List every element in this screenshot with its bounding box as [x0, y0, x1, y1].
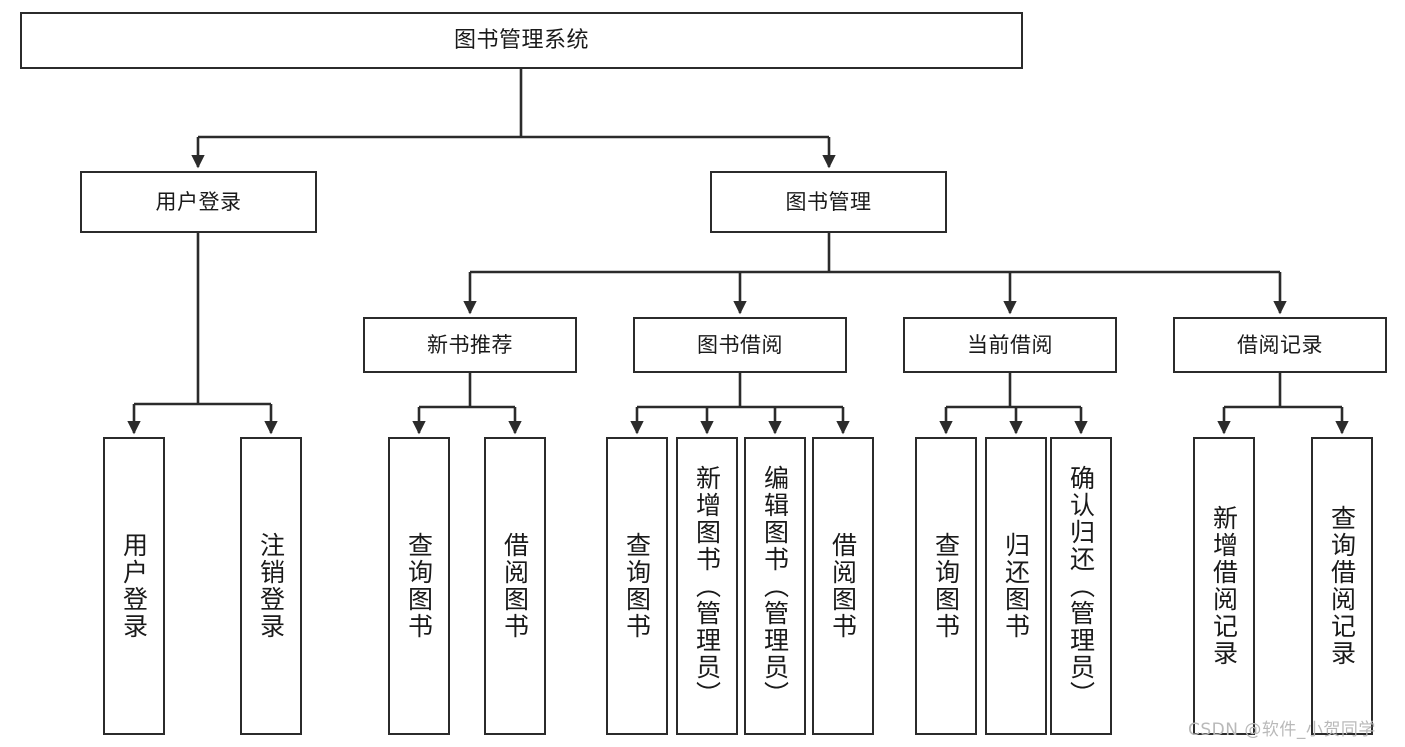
node-leaf-add-borrow-record[interactable]: 新增借阅记录 — [1193, 437, 1255, 735]
node-leaf-user-logout[interactable]: 注销登录 — [240, 437, 302, 735]
node-leaf-query-borrow-record[interactable]: 查询借阅记录 — [1311, 437, 1373, 735]
node-leaf-confirm-return-label: 确认归还（管理员） — [1066, 464, 1096, 708]
csdn-watermark: CSDN @软件_小贺同学 — [1188, 720, 1376, 740]
node-book-manage[interactable]: 图书管理 — [710, 171, 947, 233]
node-book-manage-label: 图书管理 — [785, 189, 872, 214]
node-new-book-rec[interactable]: 新书推荐 — [363, 317, 577, 373]
node-leaf-add-book[interactable]: 新增图书（管理员） — [676, 437, 738, 735]
node-current-borrow[interactable]: 当前借阅 — [903, 317, 1117, 373]
node-leaf-query-book[interactable]: 查询图书 — [606, 437, 668, 735]
node-leaf-user-logout-label: 注销登录 — [256, 532, 286, 640]
node-leaf-query-book-rec[interactable]: 查询图书 — [388, 437, 450, 735]
node-leaf-add-borrow-record-label: 新增借阅记录 — [1209, 505, 1239, 667]
node-leaf-query-book-current-label: 查询图书 — [931, 532, 961, 640]
node-book-borrow[interactable]: 图书借阅 — [633, 317, 847, 373]
node-leaf-borrow-book-label: 借阅图书 — [828, 532, 858, 640]
node-borrow-record-label: 借阅记录 — [1237, 332, 1323, 357]
node-leaf-borrow-book-rec-label: 借阅图书 — [500, 532, 530, 640]
node-leaf-query-book-label: 查询图书 — [622, 532, 652, 640]
node-leaf-user-login-label: 用户登录 — [119, 532, 149, 640]
node-leaf-return-book[interactable]: 归还图书 — [985, 437, 1047, 735]
node-borrow-record[interactable]: 借阅记录 — [1173, 317, 1387, 373]
node-leaf-query-book-current[interactable]: 查询图书 — [915, 437, 977, 735]
node-leaf-add-book-label: 新增图书（管理员） — [692, 464, 722, 708]
node-root[interactable]: 图书管理系统 — [20, 12, 1023, 69]
node-leaf-query-book-rec-label: 查询图书 — [404, 532, 434, 640]
node-book-borrow-label: 图书借阅 — [697, 332, 783, 357]
node-leaf-user-login[interactable]: 用户登录 — [103, 437, 165, 735]
node-leaf-return-book-label: 归还图书 — [1001, 532, 1031, 640]
node-leaf-borrow-book[interactable]: 借阅图书 — [812, 437, 874, 735]
node-leaf-borrow-book-rec[interactable]: 借阅图书 — [484, 437, 546, 735]
node-root-label: 图书管理系统 — [453, 27, 589, 53]
node-user-login-label: 用户登录 — [155, 189, 242, 214]
node-current-borrow-label: 当前借阅 — [967, 332, 1053, 357]
node-new-book-rec-label: 新书推荐 — [427, 332, 513, 357]
node-leaf-edit-book-label: 编辑图书（管理员） — [760, 464, 790, 708]
node-leaf-query-borrow-record-label: 查询借阅记录 — [1327, 505, 1357, 667]
node-user-login[interactable]: 用户登录 — [80, 171, 317, 233]
node-leaf-confirm-return[interactable]: 确认归还（管理员） — [1050, 437, 1112, 735]
node-leaf-edit-book[interactable]: 编辑图书（管理员） — [744, 437, 806, 735]
